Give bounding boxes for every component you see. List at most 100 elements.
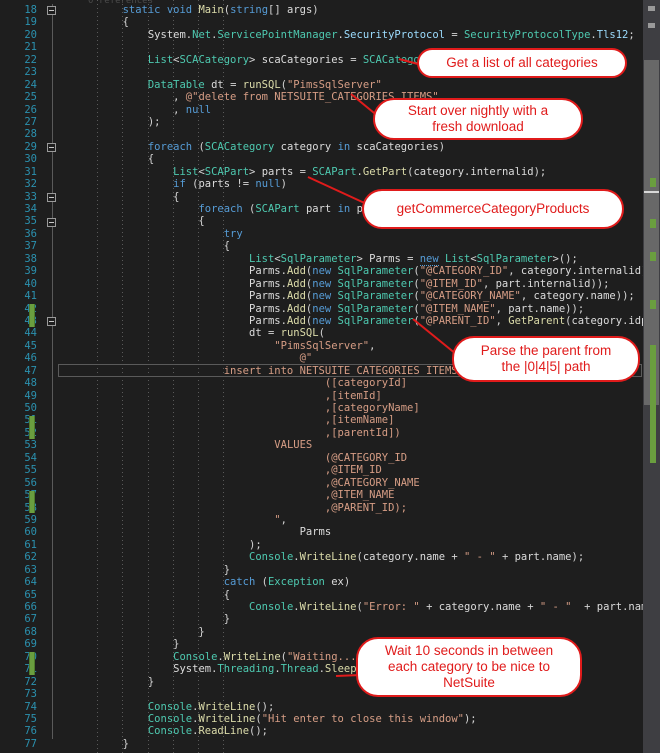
code-line[interactable]: } bbox=[72, 625, 205, 638]
code-line[interactable]: System.Net.ServicePointManager.SecurityP… bbox=[147, 28, 635, 41]
line-number: 31 bbox=[24, 165, 37, 178]
code-line[interactable]: static void Main(string[] args) bbox=[122, 4, 319, 16]
code-line[interactable]: Console.ReadLine(); bbox=[147, 725, 268, 738]
code-line[interactable]: } bbox=[72, 638, 180, 651]
line-number: 77 bbox=[24, 737, 37, 750]
code-line[interactable]: ,[itemName] bbox=[324, 414, 395, 427]
code-line[interactable]: Parms.Add(new SqlParameter("@ITEM_ID", p… bbox=[249, 277, 610, 290]
code-line[interactable]: List<SCAPart> parts = SCAPart.GetPart(ca… bbox=[173, 165, 547, 178]
line-number: 27 bbox=[24, 115, 37, 128]
code-line[interactable]: insert into NETSUITE_CATEGORIES_ITEMS bbox=[223, 364, 458, 377]
callout-leader-line bbox=[307, 176, 372, 207]
chevron-down-icon bbox=[648, 23, 655, 28]
code-line[interactable]: @" bbox=[299, 352, 313, 365]
code-line[interactable]: { bbox=[72, 190, 180, 203]
scrollbar-change-marker bbox=[650, 178, 656, 187]
code-line[interactable]: ([categoryId] bbox=[324, 377, 408, 390]
code-line[interactable]: ); bbox=[72, 538, 262, 551]
code-line[interactable]: } bbox=[72, 737, 129, 750]
collapse-region-toggle[interactable] bbox=[47, 6, 56, 15]
code-line[interactable]: Console.WriteLine(category.name + " - " … bbox=[249, 551, 585, 564]
scrollbar-caret-marker bbox=[644, 191, 659, 193]
line-number: 76 bbox=[24, 725, 37, 738]
line-number: 74 bbox=[24, 700, 37, 713]
code-line[interactable]: catch (Exception ex) bbox=[223, 576, 351, 589]
code-line[interactable]: { bbox=[72, 153, 155, 166]
code-line[interactable]: try bbox=[223, 227, 243, 240]
code-line[interactable]: , null bbox=[72, 103, 212, 116]
scroll-up-button[interactable] bbox=[644, 1, 659, 16]
collapse-region-toggle[interactable] bbox=[47, 217, 56, 227]
code-line[interactable]: ", bbox=[274, 513, 287, 526]
code-line[interactable]: List<SqlParameter> Parms = new List<SqlP… bbox=[249, 252, 578, 266]
code-line[interactable]: } bbox=[72, 613, 231, 626]
code-line[interactable]: (@CATEGORY_ID bbox=[324, 451, 408, 464]
code-line[interactable]: { bbox=[72, 215, 205, 228]
line-number: 18 bbox=[24, 4, 37, 16]
code-line[interactable]: "PimsSqlServer", bbox=[274, 339, 376, 352]
code-line[interactable]: DataTable dt = runSQL("PimsSqlServer" bbox=[147, 78, 382, 91]
code-line[interactable]: } bbox=[72, 675, 155, 688]
callout-leader-line bbox=[398, 58, 419, 65]
line-number: 38 bbox=[24, 252, 37, 265]
line-number: 68 bbox=[24, 625, 37, 638]
code-line[interactable]: if (parts != null) bbox=[173, 178, 287, 191]
code-line[interactable]: ); bbox=[72, 115, 161, 128]
collapse-region-toggle[interactable] bbox=[47, 317, 56, 327]
code-line[interactable]: { bbox=[72, 588, 231, 601]
code-line[interactable]: Parms bbox=[299, 526, 332, 539]
code-line[interactable]: { bbox=[72, 16, 129, 29]
code-line[interactable]: Parms.Add(new SqlParameter("@PARENT_ID",… bbox=[249, 314, 660, 327]
code-line[interactable]: foreach (SCACategory category in scaCate… bbox=[147, 140, 446, 153]
code-line[interactable]: ,@PARENT_ID); bbox=[324, 501, 408, 514]
change-indicator-bar bbox=[29, 303, 35, 327]
code-line[interactable]: ,[itemId] bbox=[324, 389, 382, 402]
vertical-scrollbar[interactable] bbox=[643, 0, 660, 753]
code-line[interactable]: Console.WriteLine("Hit enter to close th… bbox=[147, 712, 477, 725]
scroll-down-button[interactable] bbox=[644, 18, 659, 33]
code-line[interactable]: Parms.Add(new SqlParameter("@CATEGORY_NA… bbox=[249, 290, 635, 303]
line-number: 21 bbox=[24, 41, 37, 54]
code-line[interactable]: Parms.Add(new SqlParameter("@CATEGORY_ID… bbox=[249, 265, 660, 278]
line-number: 32 bbox=[24, 178, 37, 191]
change-indicator-bar bbox=[29, 415, 35, 439]
code-line[interactable]: VALUES bbox=[274, 439, 313, 452]
code-line[interactable]: } bbox=[72, 563, 231, 576]
code-line[interactable]: Parms.Add(new SqlParameter("@ITEM_NAME",… bbox=[249, 302, 585, 315]
code-line[interactable]: Console.WriteLine("Error: " + category.n… bbox=[249, 601, 654, 613]
scrollbar-thumb[interactable] bbox=[644, 60, 659, 405]
code-line[interactable]: ,@CATEGORY_NAME bbox=[324, 476, 420, 489]
callout-text: getCommerceCategoryProducts bbox=[396, 201, 590, 216]
codelens-references[interactable]: 0 references bbox=[88, 0, 154, 6]
code-text-area[interactable]: static void Main(string[] args) { System… bbox=[72, 0, 660, 753]
collapse-region-toggle[interactable] bbox=[47, 192, 56, 202]
line-number: 25 bbox=[24, 91, 37, 104]
line-number: 41 bbox=[24, 290, 37, 303]
line-number: 44 bbox=[24, 327, 37, 340]
fold-guide-line bbox=[52, 4, 53, 739]
line-number: 75 bbox=[24, 712, 37, 725]
annotation-callout: getCommerceCategoryProducts bbox=[362, 189, 624, 229]
line-number: 45 bbox=[24, 339, 37, 352]
scrollbar-change-marker bbox=[650, 219, 656, 228]
line-number: 35 bbox=[24, 215, 37, 228]
callout-leader-line bbox=[412, 318, 457, 355]
code-line[interactable]: ,@ITEM_NAME bbox=[324, 489, 395, 502]
code-line[interactable]: Console.WriteLine(); bbox=[147, 700, 275, 713]
line-number: 60 bbox=[24, 526, 37, 539]
code-line[interactable]: ,[parentId]) bbox=[324, 426, 401, 439]
callout-text: Get a list of all categories bbox=[446, 55, 598, 70]
line-number: 29 bbox=[24, 140, 37, 153]
code-line[interactable]: { bbox=[72, 240, 231, 253]
collapse-region-toggle[interactable] bbox=[47, 142, 56, 152]
code-line[interactable]: ,@ITEM_ID bbox=[324, 464, 382, 477]
code-folding-column[interactable] bbox=[47, 0, 59, 753]
line-number: 26 bbox=[24, 103, 37, 116]
code-line[interactable]: ,[categoryName] bbox=[324, 402, 420, 414]
code-line[interactable]: dt = runSQL( bbox=[249, 327, 325, 340]
